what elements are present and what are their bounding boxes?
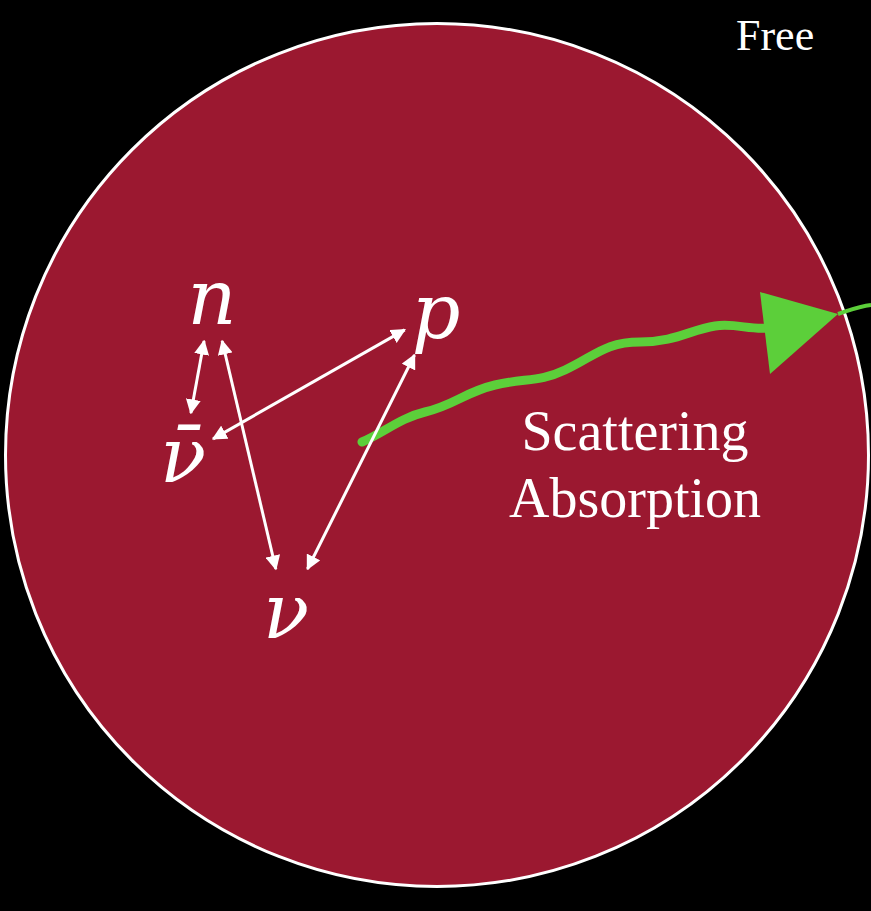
particle-name: ν̄ xyxy=(160,418,206,494)
interaction-arrow xyxy=(307,355,414,569)
particle-name: ν xyxy=(263,574,309,650)
particle-name: n xyxy=(188,260,237,336)
interaction-arrow xyxy=(222,341,276,569)
star-sphere: Scattering Absorption n p ν̄ ν xyxy=(4,22,870,888)
free-streaming-path xyxy=(362,325,768,442)
interaction-arrow xyxy=(191,341,204,413)
particle-name: p xyxy=(412,274,461,350)
particle-symbol: ν xyxy=(259,572,313,652)
particle-symbol: p xyxy=(408,272,465,352)
interaction-arrow xyxy=(213,330,405,439)
arrow-head xyxy=(760,292,838,374)
region-label: Free xyxy=(736,12,814,60)
process-label: Scattering Absorption xyxy=(440,398,830,532)
particle-symbol: n xyxy=(184,258,241,338)
free-streaming-tail xyxy=(838,305,871,314)
particle-symbol: ν̄ xyxy=(156,416,210,496)
